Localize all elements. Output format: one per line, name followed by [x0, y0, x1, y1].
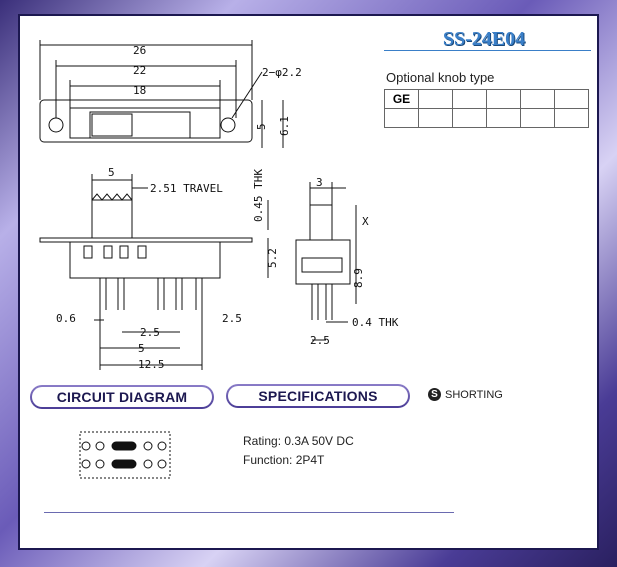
top-view-plate	[39, 99, 253, 143]
spec-function: Function: 2P4T	[243, 453, 325, 467]
specifications-heading: SPECIFICATIONS	[226, 384, 410, 408]
dim-0-6: 0.6	[56, 312, 76, 325]
knob-type-label: Optional knob type	[386, 70, 495, 85]
dim-12-5: 12.5	[138, 358, 165, 371]
dim-travel: 2.51 TRAVEL	[150, 182, 223, 195]
model-title: SS-24E04	[442, 28, 526, 50]
dim-5-top: 5	[108, 166, 115, 179]
dim-x: X	[362, 215, 369, 228]
side-view-actuator	[91, 199, 133, 239]
dim-hole: 2−φ2.2	[262, 66, 302, 79]
dim-2-5a: 2.5	[140, 326, 160, 339]
dim-thk-04: 0.4 THK	[352, 316, 399, 329]
dim-2-5c: 2.5	[310, 334, 330, 347]
dim-8-9: 8.9	[352, 268, 365, 288]
dim-5-bottom: 5	[138, 342, 145, 355]
circuit-diagram-heading: CIRCUIT DIAGRAM	[30, 385, 214, 409]
dim-5v: 5	[255, 123, 268, 130]
slider-knob	[91, 113, 133, 137]
shorting-s-icon: S	[428, 388, 441, 401]
bottom-divider	[44, 512, 454, 513]
side-view-body	[69, 241, 221, 279]
spec-rating: Rating: 0.3A 50V DC	[243, 434, 354, 448]
knob-type-table: GE	[384, 89, 589, 128]
mount-hole-left	[48, 117, 64, 133]
dim-6-1: 6.1	[278, 116, 291, 136]
dim-2-5b: 2.5	[222, 312, 242, 325]
dim-26: 26	[133, 44, 146, 57]
circuit-symbol	[79, 431, 171, 479]
shorting-label: S SHORTING	[428, 388, 503, 401]
end-view-actuator	[309, 204, 333, 241]
dim-22: 22	[133, 64, 146, 77]
mount-hole-right	[220, 117, 236, 133]
slider-track	[89, 111, 191, 139]
title-underline	[384, 50, 591, 51]
dim-thk-045: 0.45 THK	[252, 169, 265, 222]
dim-5-2: 5.2	[266, 248, 279, 268]
dim-18: 18	[133, 84, 146, 97]
dim-3: 3	[316, 176, 323, 189]
